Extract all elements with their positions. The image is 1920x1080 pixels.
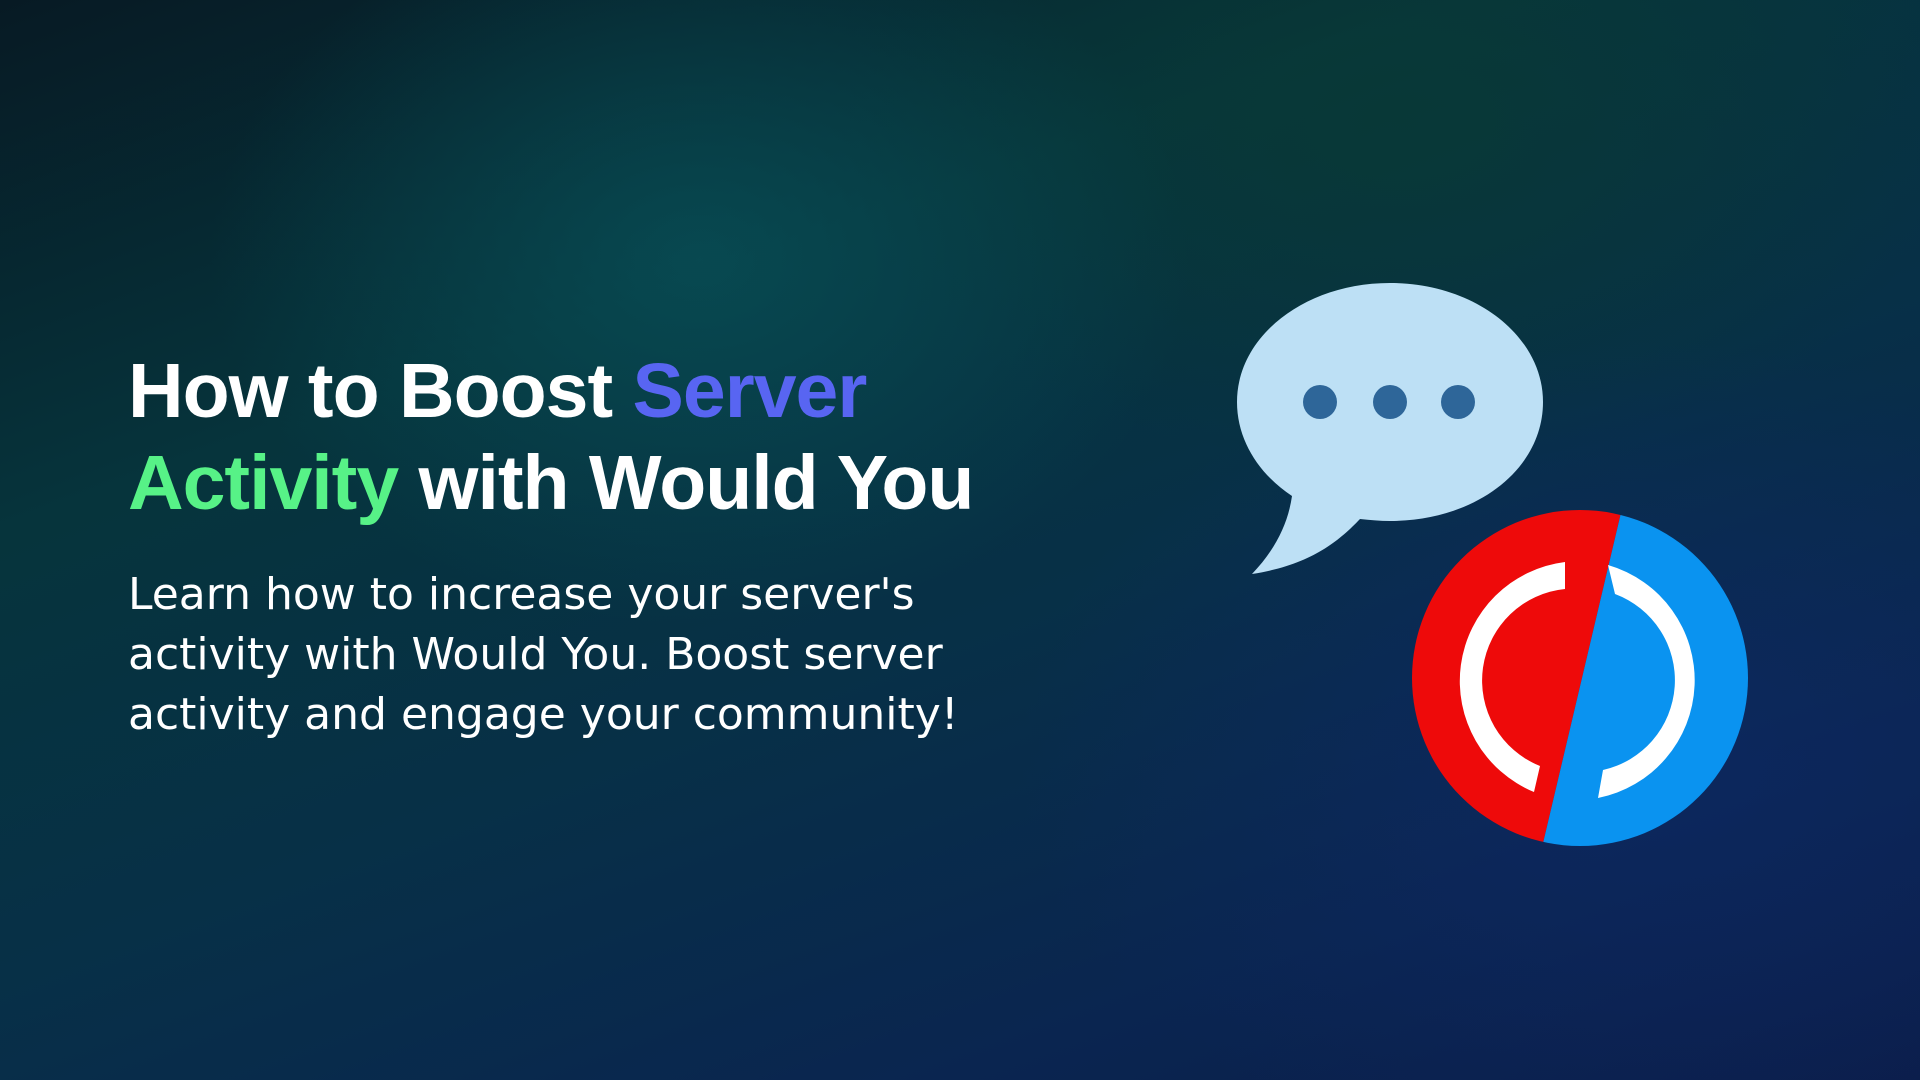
speech-bubble-shape: [1237, 283, 1543, 574]
title-part-4: with Would You: [398, 440, 975, 526]
logo-left-ring: [1459, 562, 1565, 792]
logo-right-ring: [1598, 565, 1695, 798]
bubble-dot-2: [1373, 385, 1407, 419]
subtitle-line-1: Learn how to increase your server's: [128, 569, 915, 620]
bubble-dot-1: [1303, 385, 1337, 419]
title-highlight-activity: Activity: [128, 440, 399, 526]
page-subtitle: Learn how to increase your server's acti…: [128, 565, 1028, 745]
subtitle-line-2: activity with Would You. Boost server: [128, 629, 943, 680]
logo-blue-half: [1540, 510, 1748, 846]
title-highlight-server: Server: [632, 348, 868, 434]
speech-bubble-icon: [1237, 283, 1543, 574]
subtitle-line-3: activity and engage your community!: [128, 689, 959, 740]
bubble-dot-3: [1441, 385, 1475, 419]
logo-red-half: [1412, 510, 1624, 846]
would-you-logo: [1412, 510, 1748, 846]
title-part-1: How to Boost: [128, 348, 633, 434]
